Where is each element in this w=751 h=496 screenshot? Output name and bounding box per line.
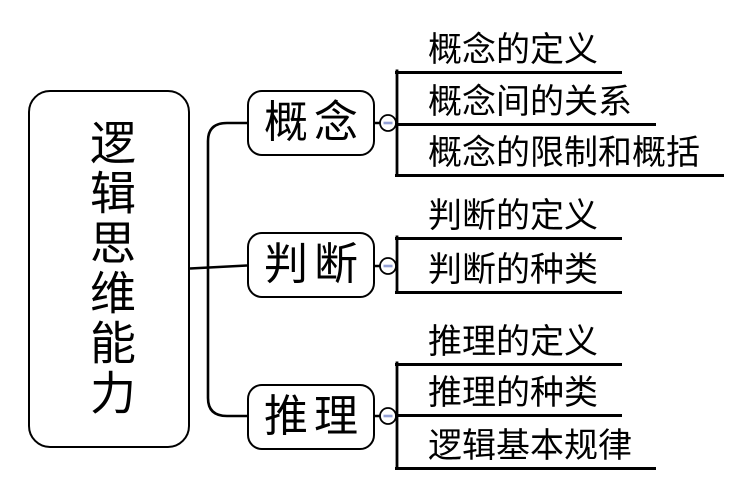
collapse-button-concept[interactable]: [379, 114, 397, 132]
leaf-item-reasoning-types: 推理的种类: [395, 374, 622, 417]
branch-node-label: 判断: [264, 240, 364, 289]
branch-node-reasoning: 推理: [247, 384, 375, 450]
branch-node-label: 推理: [264, 392, 364, 441]
collapse-button-judgment[interactable]: [379, 257, 397, 275]
root-node: 逻辑思维能力: [28, 90, 190, 448]
leaf-item-judgment-types: 判断的种类: [395, 251, 622, 294]
leaf-item-logic-basic-rules: 逻辑基本规律: [395, 427, 656, 470]
trunk-connector-line: [206, 121, 247, 418]
branch-node-label: 概念: [264, 98, 364, 147]
leaf-item-concept-relations: 概念间的关系: [395, 83, 656, 126]
leaf-item-judgment-definition: 判断的定义: [395, 197, 622, 240]
branch-node-concept: 概念: [247, 90, 375, 156]
leaf-item-reasoning-definition: 推理的定义: [395, 323, 622, 366]
leaf-item-concept-definition: 概念的定义: [395, 31, 622, 74]
leaf-item-concept-limitation: 概念的限制和概括: [395, 134, 724, 177]
collapse-button-reasoning[interactable]: [379, 407, 397, 425]
root-node-label: 逻辑思维能力: [84, 119, 135, 419]
branch-node-judgment: 判断: [247, 232, 375, 298]
root-to-judgment-connector: [189, 264, 248, 270]
